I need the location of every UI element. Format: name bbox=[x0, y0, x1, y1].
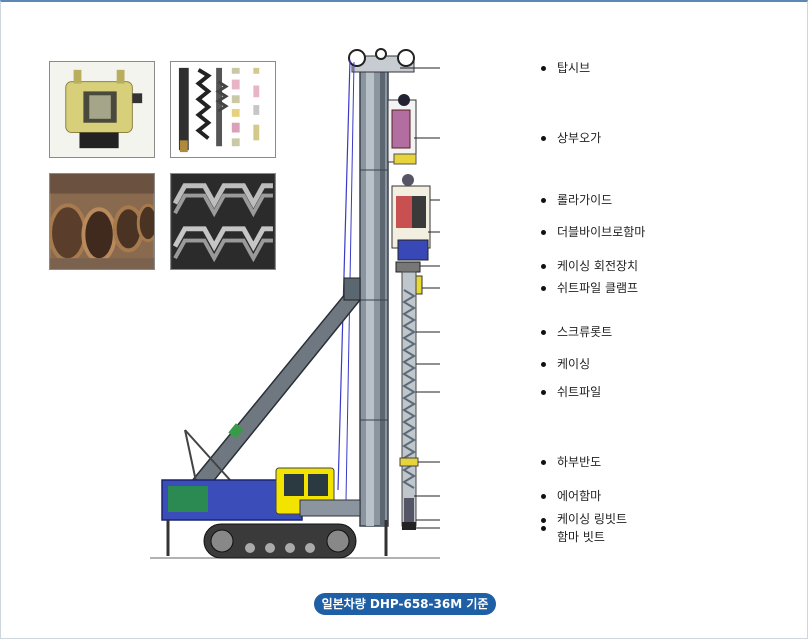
auger-components-photo-icon bbox=[170, 61, 276, 158]
callout-dot bbox=[541, 198, 546, 203]
callout-hammer-bit: 함마 빗트 bbox=[557, 530, 605, 544]
sheet-piles-photo-icon bbox=[170, 173, 276, 270]
crawler-track bbox=[203, 523, 357, 559]
steel-pipes-photo-icon bbox=[49, 173, 155, 270]
callout-dot bbox=[541, 494, 546, 499]
callout-casing-rotator: 케이싱 회전장치 bbox=[557, 259, 639, 273]
hammer-unit-photo-icon bbox=[49, 61, 155, 158]
callout-dot bbox=[541, 136, 546, 141]
top-sheave bbox=[348, 48, 415, 73]
callout-sheet-pile: 쉬트파일 bbox=[557, 385, 602, 399]
callout-upper-auger: 상부오가 bbox=[557, 131, 602, 145]
callout-dot bbox=[541, 526, 546, 531]
model-caption-badge: 일본차량 DHP-658-36M 기준 bbox=[314, 593, 496, 615]
callout-dot bbox=[541, 518, 546, 523]
callout-dot bbox=[541, 230, 546, 235]
callout-dot bbox=[541, 362, 546, 367]
callout-double-vibro-hammer: 더블바이브로함마 bbox=[557, 225, 646, 239]
callout-sheet-pile-clamp: 쉬트파일 클램프 bbox=[557, 281, 639, 295]
callout-dot bbox=[541, 286, 546, 291]
crawler-body bbox=[161, 467, 361, 521]
callout-air-hammer: 에어함마 bbox=[557, 489, 602, 503]
callout-lower-band: 하부반도 bbox=[557, 455, 602, 469]
callout-casing-ring-bit: 케이싱 링빗트 bbox=[557, 512, 628, 526]
callout-roller-guide: 롤라가이드 bbox=[557, 193, 613, 207]
callout-dot bbox=[541, 390, 546, 395]
callout-top-sheave: 탑시브 bbox=[557, 61, 591, 75]
callout-dot bbox=[541, 330, 546, 335]
callout-casing: 케이싱 bbox=[557, 357, 591, 371]
callout-dot bbox=[541, 66, 546, 71]
pile-driver-illustration bbox=[150, 48, 440, 559]
callout-screw-rod: 스크류롯트 bbox=[557, 325, 613, 339]
callout-dot bbox=[541, 460, 546, 465]
leader-mast bbox=[359, 67, 389, 527]
callout-dot bbox=[541, 264, 546, 269]
